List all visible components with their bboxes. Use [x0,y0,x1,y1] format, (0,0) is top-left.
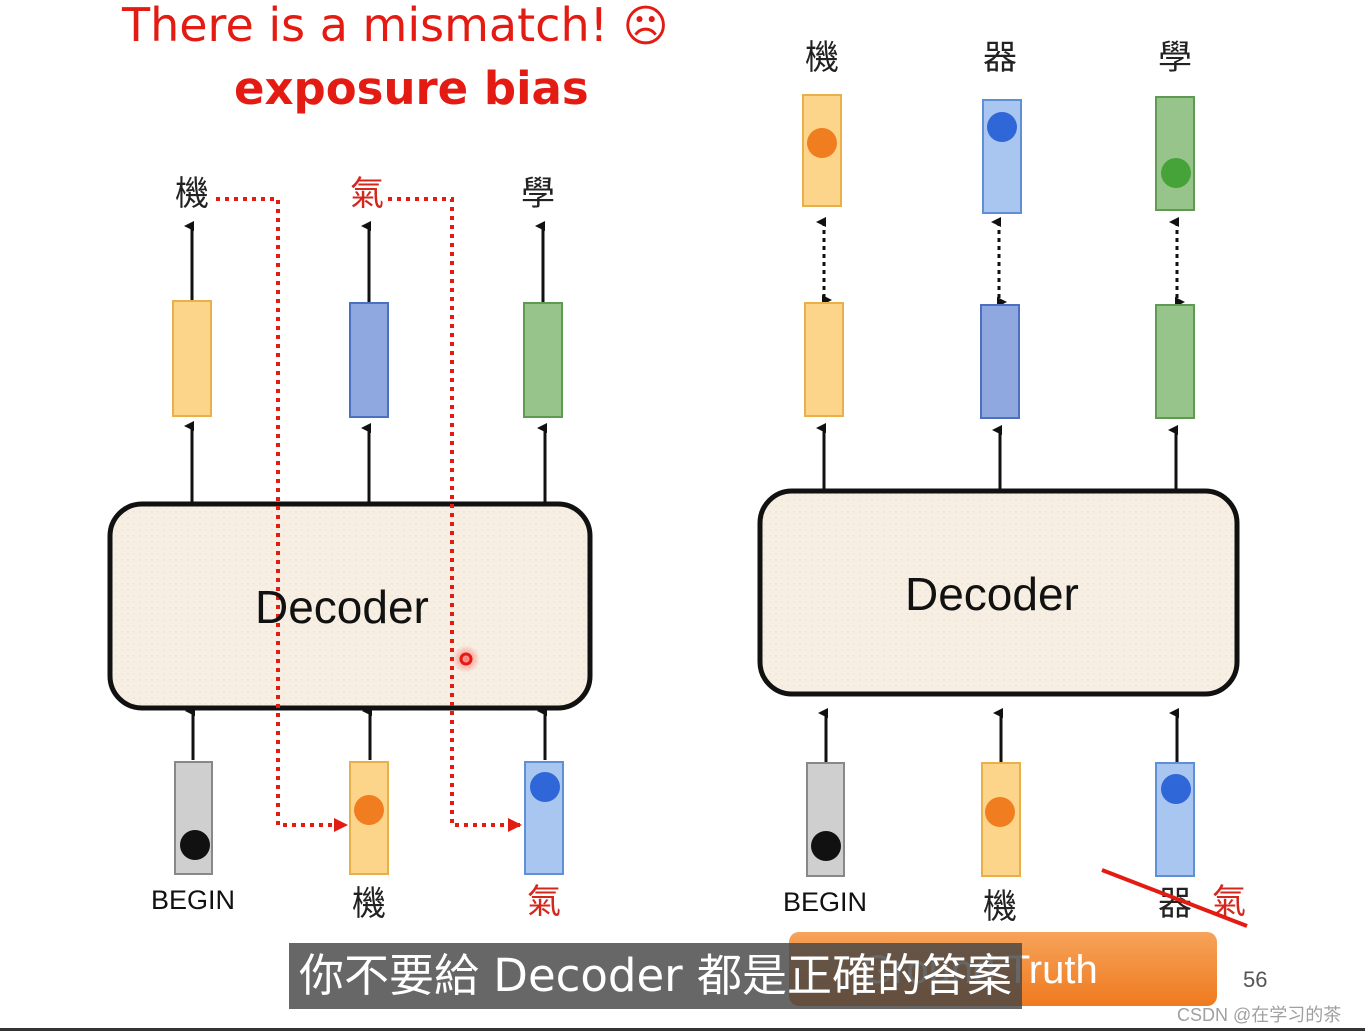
left-input-dot-3 [530,772,560,802]
left-output-label-1: 機 [175,174,209,214]
right-output-vector-2 [980,304,1020,419]
laser-pointer-glow [452,645,480,673]
right-decoder-label: Decoder [905,568,1079,620]
left-input-label-2: 機 [352,884,386,924]
right-target-dot-1 [807,128,837,158]
left-input-label-begin: BEGIN [150,885,236,915]
left-output-vectors [172,300,563,418]
right-target-label-2: 器 [983,38,1017,78]
left-input-label-3: 氣 [527,882,561,922]
right-target-label-1: 機 [805,38,839,78]
feedback-path-1 [216,197,348,832]
slide-title: There is a mismatch! ☹ [122,0,669,52]
right-input-dot-2 [985,797,1015,827]
left-output-vector-2 [349,302,389,418]
feedback-path-2 [388,197,522,832]
laser-pointer [459,652,473,666]
bottom-divider [0,1028,1365,1031]
right-input-label-2: 機 [983,887,1017,927]
right-target-vector-3 [1155,96,1195,211]
right-input-dot-begin [811,831,841,861]
video-subtitle: 你不要給 Decoder 都是正確的答案 [289,943,1022,1009]
left-output-label-2: 氣 [350,174,384,214]
watermark: CSDN @在学习的茶 [1177,1005,1342,1025]
left-input-dot-2 [354,795,384,825]
right-target-dot-2 [987,112,1017,142]
left-output-vector-1 [172,300,212,417]
right-output-vector-3 [1155,304,1195,419]
right-target-dot-3 [1161,158,1191,188]
left-input-dot-begin [180,830,210,860]
right-target-label-3: 學 [1158,38,1192,78]
right-output-vector-1 [804,302,844,417]
right-input-dot-3 [1161,774,1191,804]
right-decoder-box [757,488,1240,697]
strike-through-line [1101,868,1248,928]
right-input-label-begin: BEGIN [782,887,868,917]
left-output-label-3: 學 [521,174,555,214]
page-number: 56 [1243,967,1268,992]
left-decoder-label: Decoder [255,581,429,633]
sad-face-icon: ☹ [622,1,669,52]
slide-subtitle: exposure bias [234,62,589,115]
left-output-vector-3 [523,302,563,418]
